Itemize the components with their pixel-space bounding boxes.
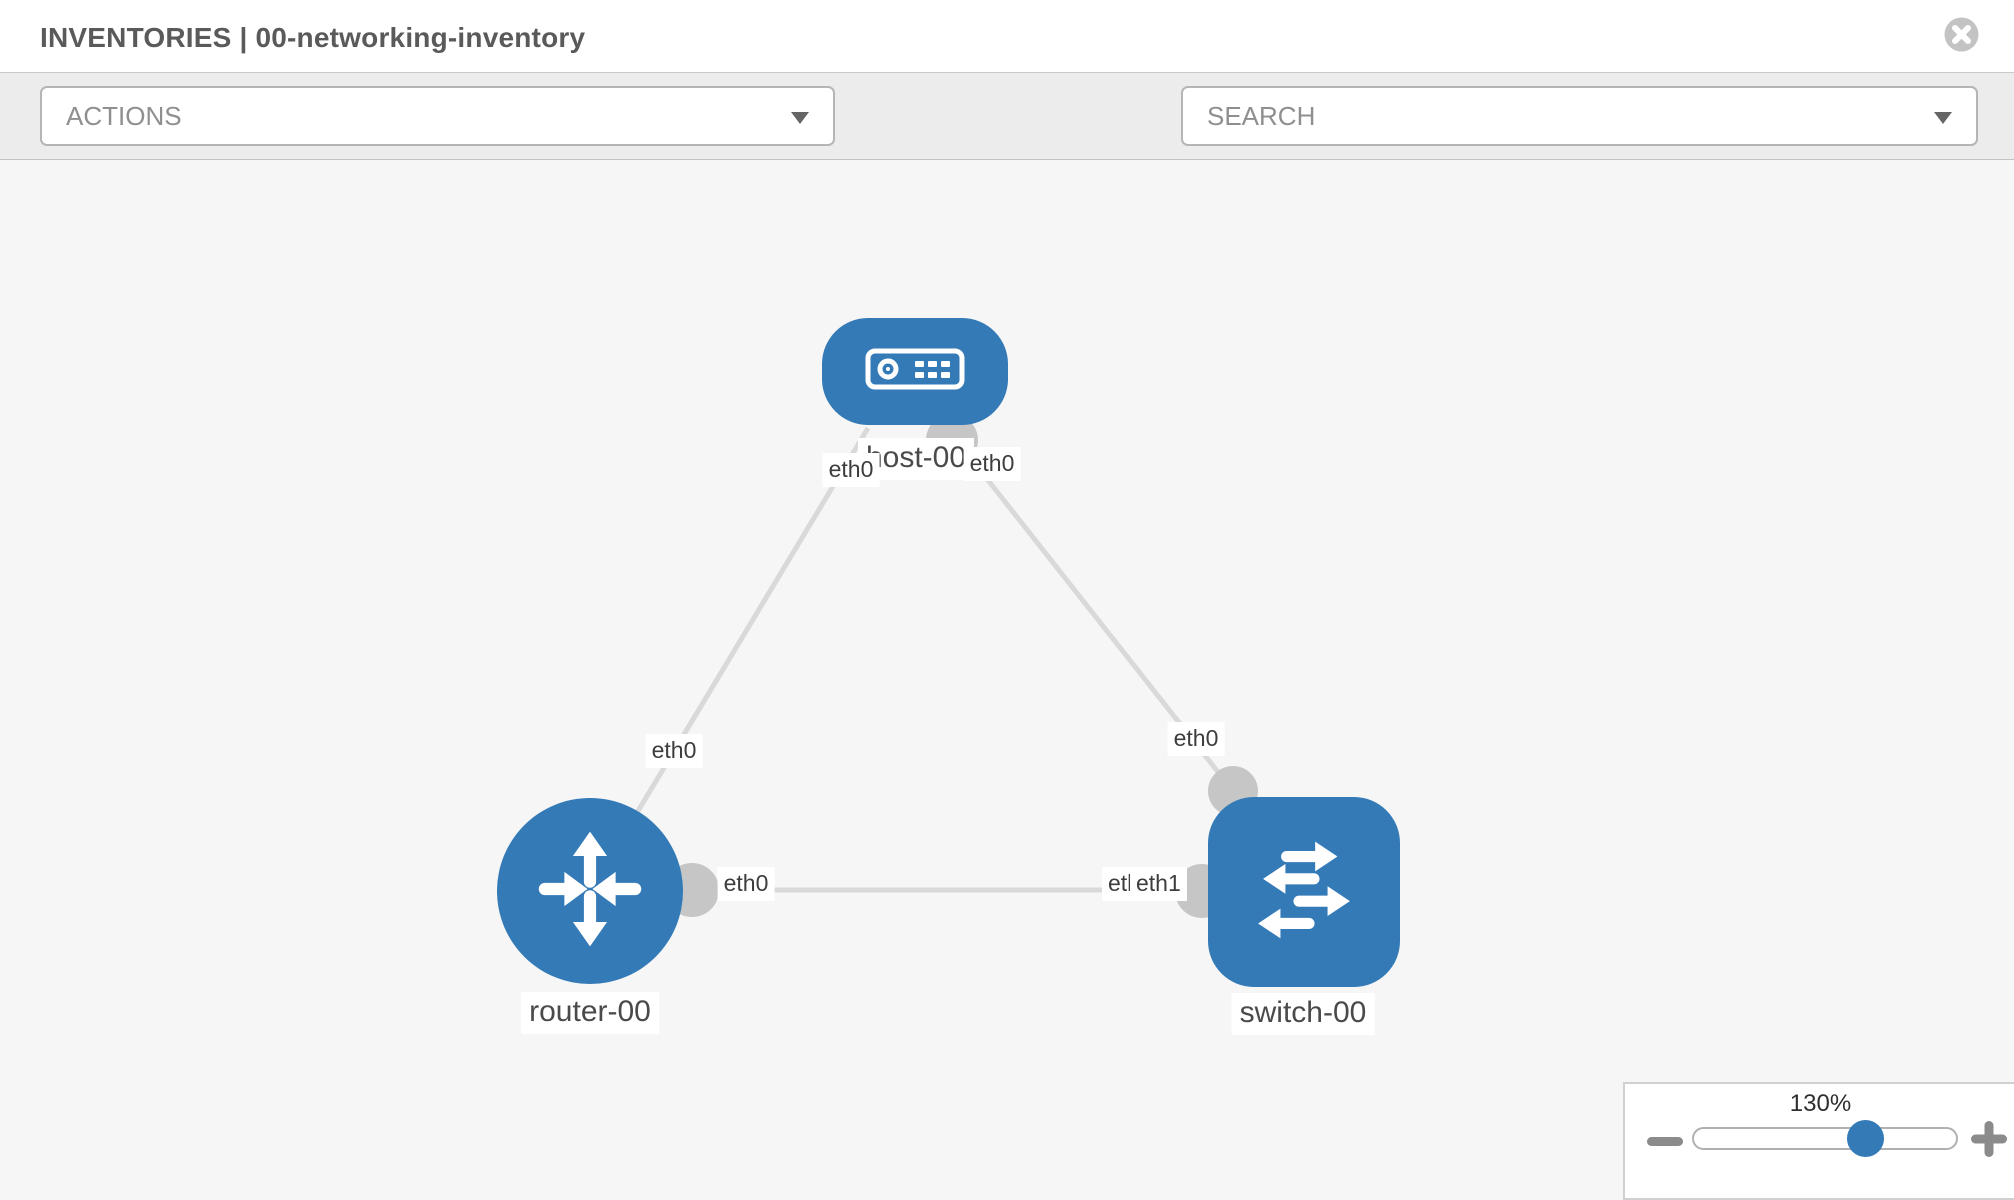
chevron-down-icon	[791, 112, 809, 124]
actions-dropdown-label: ACTIONS	[66, 101, 182, 131]
zoom-out-icon[interactable]	[1647, 1134, 1683, 1152]
search-dropdown[interactable]: SEARCH	[1181, 86, 1978, 146]
node-label-switch: switch-00	[1231, 993, 1375, 1035]
interface-label-host-left: eth0	[822, 453, 880, 487]
node-host-00[interactable]	[822, 318, 1008, 425]
zoom-slider-handle[interactable]	[1847, 1120, 1884, 1157]
close-button[interactable]	[1944, 17, 1979, 52]
header: INVENTORIES | 00-networking-inventory	[0, 0, 2014, 72]
host-icon	[865, 348, 965, 395]
interface-label-host-right: eth0	[963, 447, 1021, 481]
close-icon	[1944, 17, 1979, 55]
zoom-level-value: 130%	[1789, 1090, 1852, 1117]
zoom-in-icon[interactable]	[1971, 1121, 2007, 1162]
zoom-control-panel: 130%	[1623, 1082, 2014, 1200]
node-router-00[interactable]	[497, 798, 683, 984]
topology-canvas[interactable]: host-00 router-00 switch-00 eth0 eth0 et…	[0, 160, 2014, 1200]
router-icon	[529, 828, 651, 955]
chevron-down-icon	[1934, 112, 1952, 124]
interface-label-host-switch-link: eth0	[1167, 722, 1225, 756]
node-label-router: router-00	[521, 992, 659, 1034]
node-switch-00[interactable]	[1208, 797, 1400, 987]
topology-links-layer	[587, 414, 1304, 918]
page-title: INVENTORIES | 00-networking-inventory	[40, 22, 586, 53]
interface-label-router-right: eth0	[717, 867, 775, 901]
interface-label-switch-left: eth1	[1130, 867, 1187, 901]
actions-dropdown[interactable]: ACTIONS	[40, 86, 835, 146]
switch-icon	[1242, 828, 1366, 957]
zoom-slider-track[interactable]	[1692, 1127, 1958, 1150]
toolbar: ACTIONS SEARCH	[0, 72, 2014, 210]
interface-label-host-router-link: eth0	[645, 734, 703, 768]
search-dropdown-label: SEARCH	[1207, 101, 1316, 131]
